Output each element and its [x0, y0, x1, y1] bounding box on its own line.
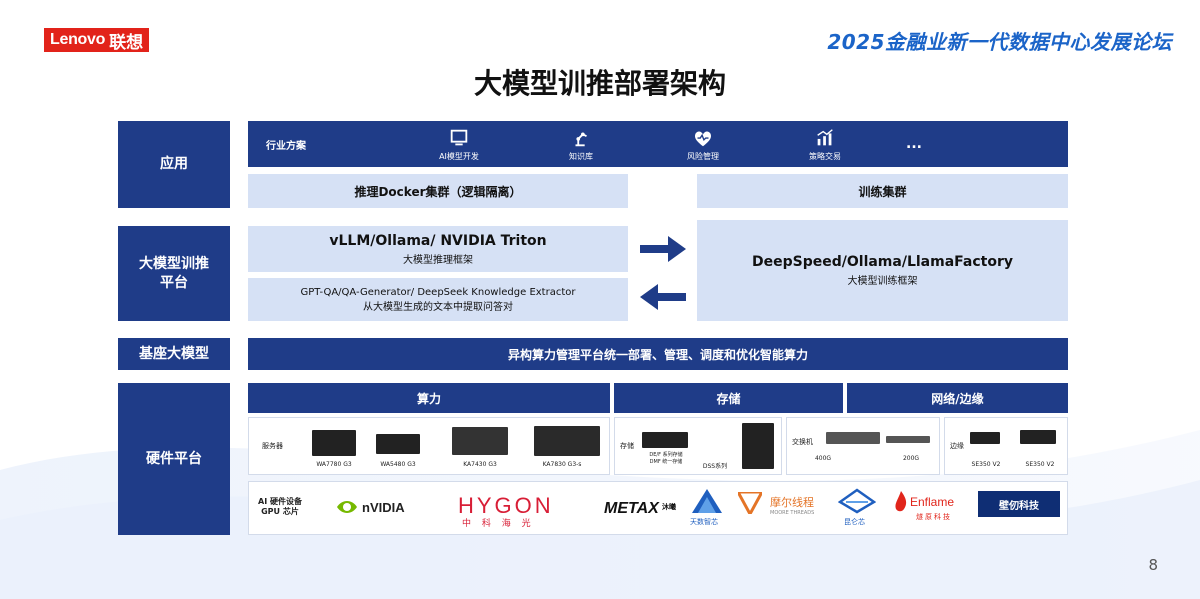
logo-text-cn: 联想 — [109, 32, 144, 53]
training-framework-title: DeepSpeed/Ollama/LlamaFactory — [752, 254, 1013, 270]
training-cluster: 训练集群 — [697, 174, 1068, 208]
app-item-trading: 策略交易 — [764, 127, 886, 162]
enflame-brand-cn: 燧原科技 — [916, 513, 952, 521]
metax-brand: METAX — [604, 500, 659, 517]
edge-caption: SE350 V2 — [971, 461, 1001, 468]
switch-image — [886, 436, 930, 443]
server-image — [534, 426, 600, 456]
storage-caption: DSS系列 — [702, 463, 728, 470]
storage-header: 存储 — [614, 383, 843, 413]
forum-title: 2025金融业新一代数据中心发展论坛 — [827, 30, 1172, 54]
biren-logo: 壁仞科技 — [978, 491, 1060, 517]
iluvatar-brand: 天数智芯 — [690, 518, 718, 526]
gpu-chip-panel — [248, 481, 1068, 535]
qa-extractor-subtitle: 从大模型生成的文本中提取问答对 — [363, 301, 513, 313]
storage-rack-image — [742, 423, 774, 469]
slide-title: 大模型训推部署架构 — [473, 67, 726, 100]
edge-caption: SE350 V2 — [1025, 461, 1055, 468]
storage-note: DE/F 系列存储 DMF 统一存储 — [649, 452, 683, 465]
switch-caption: 400G — [814, 455, 832, 462]
enflame-flame-icon — [895, 491, 907, 512]
switch-label: 交换机 — [792, 438, 813, 446]
robot-arm-icon — [575, 132, 587, 146]
storage-label: 存储 — [620, 442, 634, 450]
monitor-icon — [450, 129, 468, 145]
training-framework-box: DeepSpeed/Ollama/LlamaFactory 大模型训练框架 — [697, 220, 1068, 321]
arrow-left-icon — [640, 284, 686, 310]
app-item-label: 风险管理 — [687, 151, 719, 161]
switch-image — [826, 432, 880, 444]
server-image — [452, 427, 508, 455]
network-header: 网络/边缘 — [847, 383, 1068, 413]
edge-device-image — [970, 432, 1000, 444]
storage-image — [642, 432, 688, 448]
kunlunxin-brand: 昆仑芯 — [844, 518, 865, 526]
inference-cluster: 推理Docker集群（逻辑隔离） — [248, 174, 628, 208]
row-label-app: 应用 — [118, 121, 230, 208]
servers-label: 服务器 — [262, 442, 283, 450]
server-caption: WA7780 G3 — [316, 461, 352, 468]
inference-framework-subtitle: 大模型推理框架 — [403, 254, 473, 266]
app-item-label: AI模型开发 — [439, 151, 479, 161]
page-number: 8 — [1148, 556, 1158, 574]
app-item-label: 知识库 — [569, 151, 593, 161]
enflame-brand: Enflame — [910, 495, 955, 509]
training-framework-subtitle: 大模型训练框架 — [847, 276, 918, 287]
inference-framework-box: vLLM/Ollama/ NVIDIA Triton 大模型推理框架 — [248, 226, 628, 272]
app-item-risk: 风险管理 — [642, 127, 764, 162]
industry-solutions-label: 行业方案 — [266, 140, 306, 152]
switch-panel — [786, 417, 940, 475]
server-image — [376, 434, 420, 454]
more-apps-ellipsis: ... — [906, 136, 922, 152]
iluvatar-logo-icon — [692, 489, 722, 513]
compute-header: 算力 — [248, 383, 610, 413]
gpu-chip-label: AI 硬件设备 GPU 芯片 — [258, 497, 302, 516]
qa-extractor-box: GPT-QA/QA-Generator/ DeepSeek Knowledge … — [248, 278, 628, 321]
lenovo-logo: Lenovo 联想 — [44, 28, 150, 53]
row-label-base: 基座大模型 — [118, 338, 230, 370]
biren-brand: 壁仞科技 — [999, 500, 1039, 512]
bar-chart-icon — [817, 128, 833, 145]
edge-panel — [944, 417, 1068, 475]
app-item-ai-dev: AI模型开发 — [398, 127, 520, 162]
app-item-label: 策略交易 — [809, 151, 841, 161]
nvidia-eye-icon — [337, 501, 357, 513]
switch-caption: 200G — [902, 455, 920, 462]
heart-pulse-icon — [695, 130, 711, 146]
row-label-platform: 大模型训推 平台 — [118, 226, 230, 321]
moore-threads-brand-en: MOORE THREADS — [770, 510, 815, 516]
edge-label: 边缘 — [950, 442, 964, 450]
qa-extractor-title: GPT-QA/QA-Generator/ DeepSeek Knowledge … — [300, 286, 576, 298]
server-caption: KA7430 G3 — [463, 461, 497, 468]
logo-text-en: Lenovo — [50, 31, 106, 48]
inference-cluster-label: 推理Docker集群（逻辑隔离） — [354, 184, 522, 199]
server-caption: KA7830 G3-s — [542, 461, 582, 468]
app-item-knowledge: 知识库 — [520, 127, 642, 162]
row-label-hardware: 硬件平台 — [118, 383, 230, 535]
kunlunxin-logo-icon — [838, 488, 876, 514]
inference-framework-title: vLLM/Ollama/ NVIDIA Triton — [329, 232, 547, 249]
metax-brand-cn: 沐曦 — [662, 503, 676, 511]
edge-device-image — [1020, 430, 1056, 444]
moore-threads-logo-icon — [738, 492, 762, 514]
base-model-bar: 异构算力管理平台统一部署、管理、调度和优化智能算力 — [248, 338, 1068, 370]
application-bar: 行业方案 AI模型开发 知识库 风险管理 策略交易 ... — [248, 121, 1068, 167]
arrow-right-icon — [640, 236, 686, 262]
hygon-brand-cn: 中 科 海 光 — [462, 519, 535, 529]
hygon-brand: HYGON — [458, 493, 554, 518]
nvidia-brand: nVIDIA — [362, 500, 405, 515]
moore-threads-brand-cn: 摩尔线程 — [770, 496, 814, 509]
training-cluster-label: 训练集群 — [858, 184, 907, 199]
server-image — [312, 430, 356, 456]
server-caption: WA5480 G3 — [380, 461, 416, 468]
